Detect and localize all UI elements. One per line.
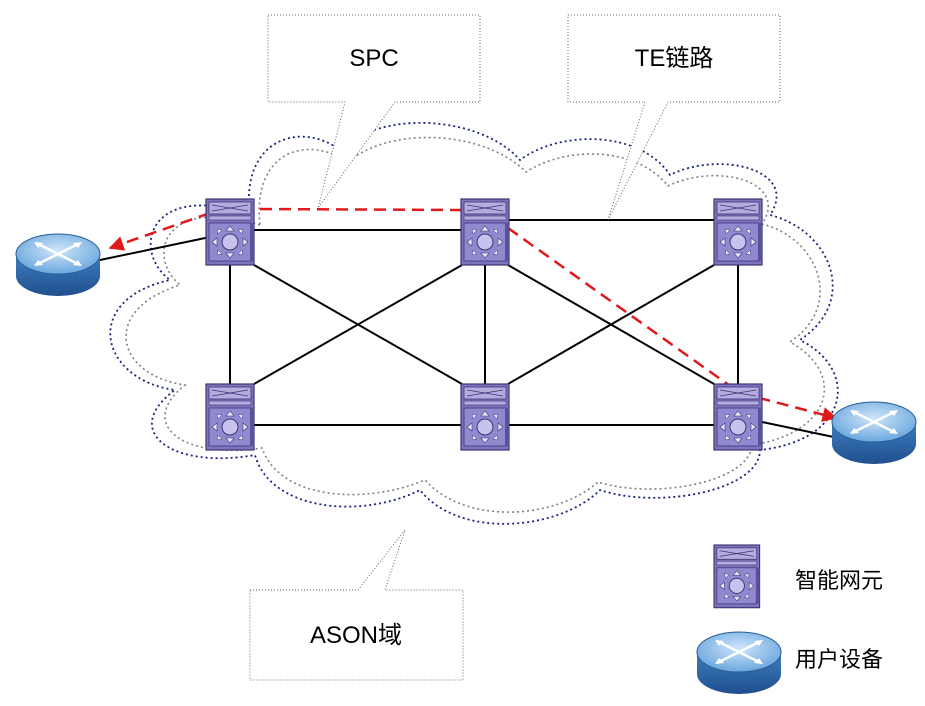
ne-node-6	[713, 383, 763, 451]
ne-node-2	[460, 198, 510, 266]
legend-user-label: 用户设备	[795, 648, 883, 673]
te-links	[99, 219, 849, 441]
callout-ason-domain: ASON域	[249, 529, 464, 681]
link-r1-n1	[99, 236, 211, 261]
callout-spc: SPC	[267, 14, 481, 209]
callout-spc-label: SPC	[349, 45, 398, 72]
ne-node-1	[205, 198, 255, 266]
ne-node-5	[460, 383, 510, 451]
legend-ne-icon	[713, 544, 761, 609]
legend: 智能网元 用户设备	[695, 544, 883, 696]
ason-cloud	[109, 121, 839, 525]
link-n3-n5	[507, 264, 715, 385]
callout-ason-domain-label: ASON域	[310, 622, 402, 649]
router-left	[14, 232, 102, 298]
router-right	[830, 400, 918, 466]
ne-node-4	[205, 383, 255, 451]
legend-router-icon	[695, 630, 783, 696]
link-n2-n4	[253, 264, 463, 385]
legend-ne-label: 智能网元	[795, 569, 883, 594]
spc-path	[108, 207, 838, 422]
callout-te-link: TE链路	[567, 14, 781, 221]
callout-te-link-label: TE链路	[635, 45, 714, 72]
ne-node-3	[713, 198, 763, 266]
